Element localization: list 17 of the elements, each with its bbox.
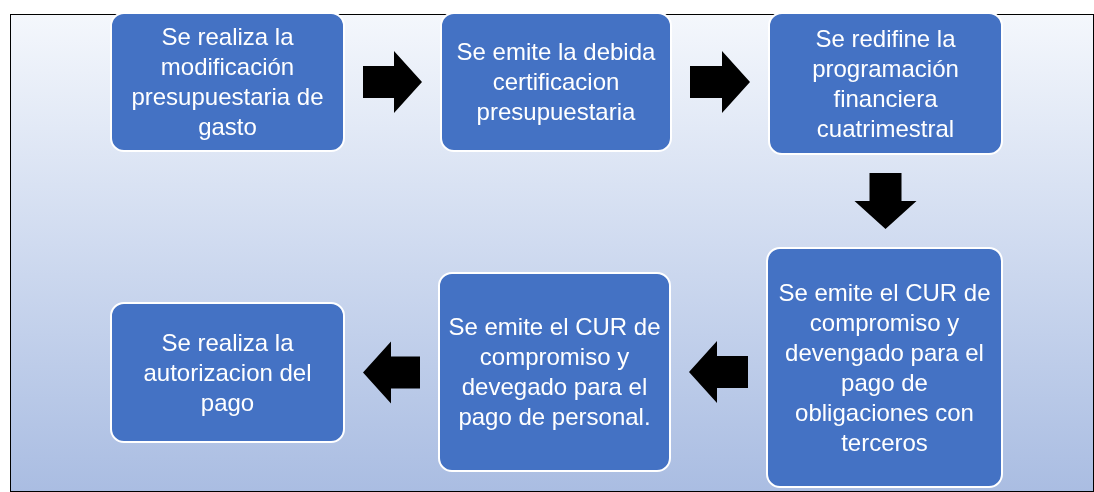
step-text: Se emite la debida certificacion presupuestaria <box>455 37 657 127</box>
block-arrow <box>689 341 748 403</box>
step-text: Se realiza la autorizacion del pago <box>142 327 313 418</box>
block-arrow <box>363 51 422 113</box>
step-text: Se emite el CUR de compromiso y devegado para el pago de personal. <box>448 312 661 432</box>
process-box <box>438 272 671 472</box>
block-arrow <box>363 341 420 404</box>
step-text: Se realiza la modificación presupuestaria de gasto <box>130 22 325 142</box>
block-arrow <box>690 51 750 113</box>
process-box <box>768 12 1003 155</box>
process-box <box>110 302 345 443</box>
process-box <box>440 12 672 152</box>
process-box <box>110 12 345 152</box>
process-box <box>766 247 1003 488</box>
step-text: Se redifine la programación financiera cuatrimestral <box>811 23 960 144</box>
step-text: Se emite el CUR de compromiso y devengado para el pago de obligaciones con terceros <box>777 277 992 458</box>
block-arrow <box>854 173 917 229</box>
